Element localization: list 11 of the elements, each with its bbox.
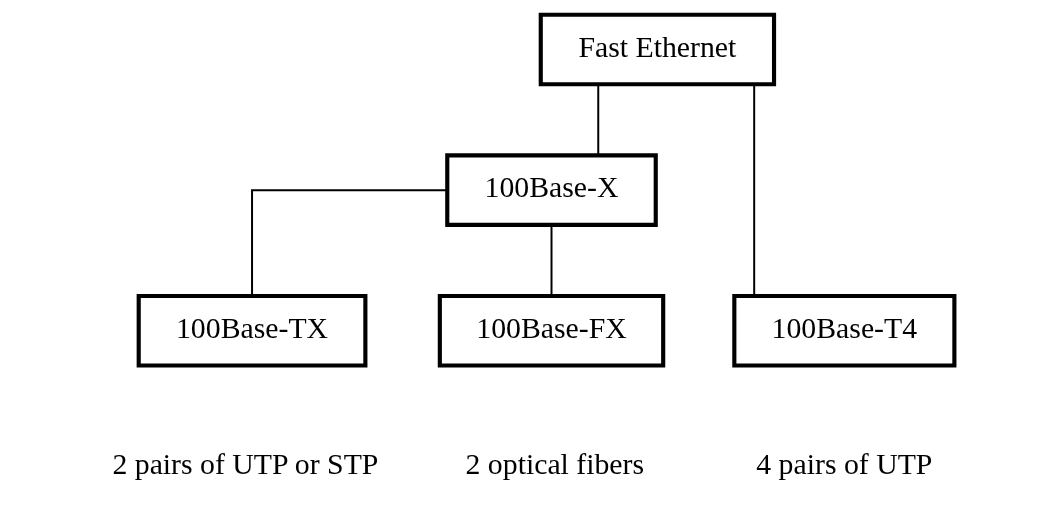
node-label: 4 pairs of UTP xyxy=(755,446,932,480)
connector xyxy=(250,189,448,297)
connector xyxy=(752,83,755,297)
node-label: 2 pairs of UTP or STP xyxy=(111,446,378,480)
node-box: 100Base-X xyxy=(444,153,658,227)
node-label: 2 optical fibers xyxy=(465,446,644,480)
node-box: Fast Ethernet xyxy=(538,12,776,87)
node-box: 100Base-T4 xyxy=(731,293,956,368)
node-box: 100Base-TX xyxy=(136,293,367,368)
node-box: 100Base-FX xyxy=(437,293,665,368)
connector xyxy=(596,83,599,157)
